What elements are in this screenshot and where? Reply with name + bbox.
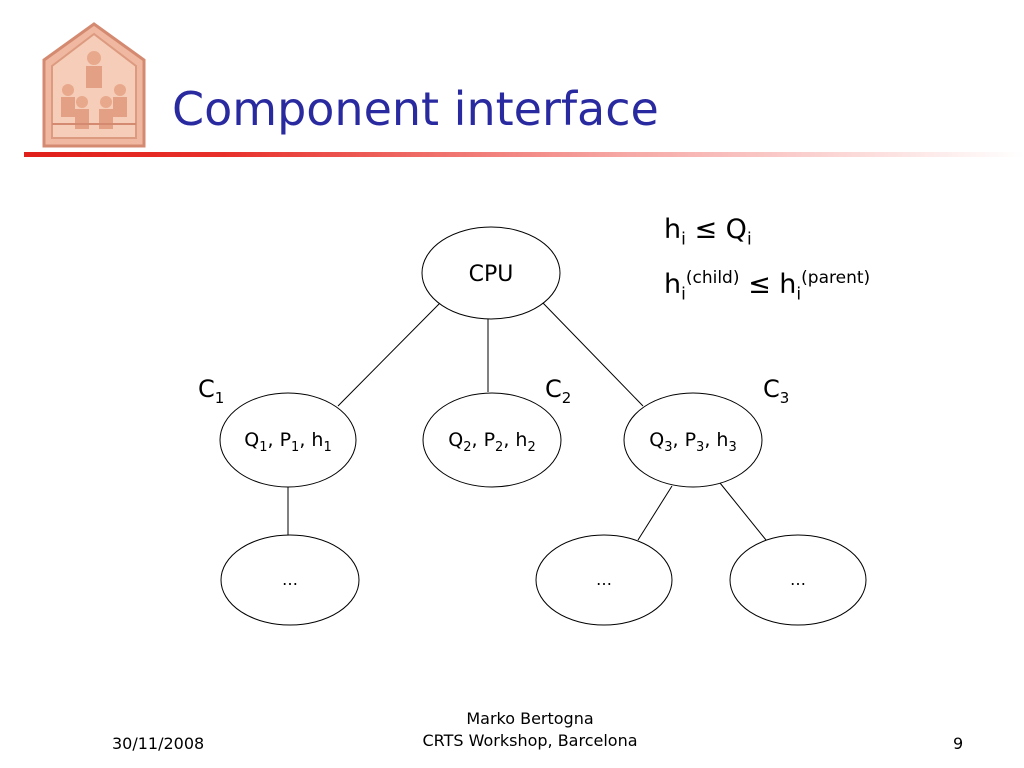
footer-credits: Marko Bertogna CRTS Workshop, Barcelona [400, 708, 660, 752]
component-tag-1: C1 [198, 375, 224, 407]
leaf-node-3 [729, 534, 867, 626]
formula-h-le-q: hi ≤ Qi [664, 214, 752, 250]
component-node-2 [422, 392, 562, 488]
formula-child-le-parent: hi(child) ≤ hi(parent) [664, 268, 871, 305]
edge-cpu-c1 [337, 302, 441, 407]
edge-c3-leaf-left [637, 485, 673, 541]
cpu-label: CPU [469, 262, 514, 287]
component-node-3 [623, 392, 763, 488]
leaf-1-label: … [282, 570, 298, 589]
component-3-params: Q3, P3, h3 [649, 429, 737, 455]
component-tag-2: C2 [545, 375, 571, 407]
slide-title: Component interface [172, 82, 659, 136]
footer-venue: CRTS Workshop, Barcelona [422, 731, 638, 750]
footer-page-number: 9 [953, 734, 964, 753]
footer-author: Marko Bertogna [466, 709, 594, 728]
leaf-node-1 [220, 534, 360, 626]
leaf-node-2 [535, 534, 673, 626]
leaf-3-label: … [790, 570, 806, 589]
title-underline [24, 152, 1024, 157]
footer-date: 30/11/2008 [112, 734, 205, 753]
cpu-node [421, 226, 561, 320]
component-tag-3: C3 [763, 375, 789, 407]
component-2-params: Q2, P2, h2 [448, 429, 536, 455]
edge-c3-leaf-right [719, 482, 767, 541]
component-1-params: Q1, P1, h1 [244, 429, 332, 455]
relief-logo [42, 22, 146, 148]
component-node-1 [219, 392, 357, 488]
edge-cpu-c3 [542, 302, 644, 407]
leaf-2-label: … [596, 570, 612, 589]
